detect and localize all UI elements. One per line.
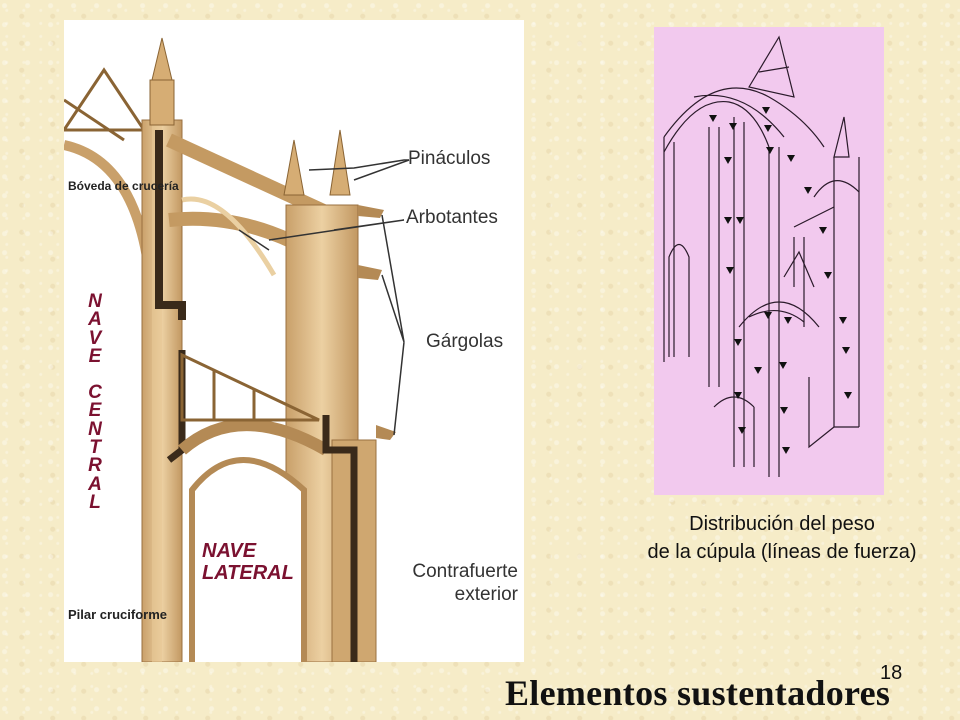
force-lines-drawing xyxy=(663,35,860,477)
nave-central-letter: V xyxy=(88,327,102,349)
cathedral-section-drawing xyxy=(64,37,410,662)
nave-central-letter: N xyxy=(88,418,102,440)
nave-central-letter: R xyxy=(88,455,102,477)
label-nave-central: N A V E C E N T R A L xyxy=(83,291,107,513)
gargoyles xyxy=(358,205,396,440)
nave-central-letter: A xyxy=(88,473,102,495)
label-boveda-de-cruceria: Bóveda de crucería xyxy=(68,179,179,193)
vault-rib xyxy=(64,140,154,271)
force-arrows xyxy=(709,107,852,454)
callout-lines xyxy=(238,159,410,436)
label-arbotantes: Arbotantes xyxy=(406,207,498,228)
nave-central-letter: C xyxy=(88,382,102,404)
tower-pinnacles xyxy=(283,129,351,196)
nave-central-letter: E xyxy=(88,400,102,422)
cathedral-section-illustration: Bóveda de crucería Pilar cruciforme Piná… xyxy=(64,20,524,662)
label-gargolas: Gárgolas xyxy=(426,331,504,352)
slide-title: Elementos sustentadores xyxy=(505,673,891,713)
force-lines-diagram xyxy=(654,27,884,495)
page-number: 18 xyxy=(880,662,903,684)
nave-central-letter: T xyxy=(89,437,101,459)
label-nave-lateral: NAVE LATERAL xyxy=(202,540,294,584)
label-pinaculos: Pináculos xyxy=(408,148,491,169)
nave-central-letter: L xyxy=(89,491,101,513)
nave-central-letter: A xyxy=(88,309,102,331)
label-contrafuerte-exterior: Contrafuerte exterior xyxy=(412,561,518,605)
pillar-pinnacle xyxy=(149,37,175,126)
label-pilar-cruciforme: Pilar cruciforme xyxy=(68,607,167,622)
roof-truss xyxy=(64,67,147,142)
aisle-roof-truss xyxy=(180,352,320,422)
nave-central-letter: E xyxy=(88,345,102,367)
nave-central-letter: N xyxy=(88,291,102,312)
diagram-caption: Distribución del peso de la cúpula (líne… xyxy=(647,513,917,563)
